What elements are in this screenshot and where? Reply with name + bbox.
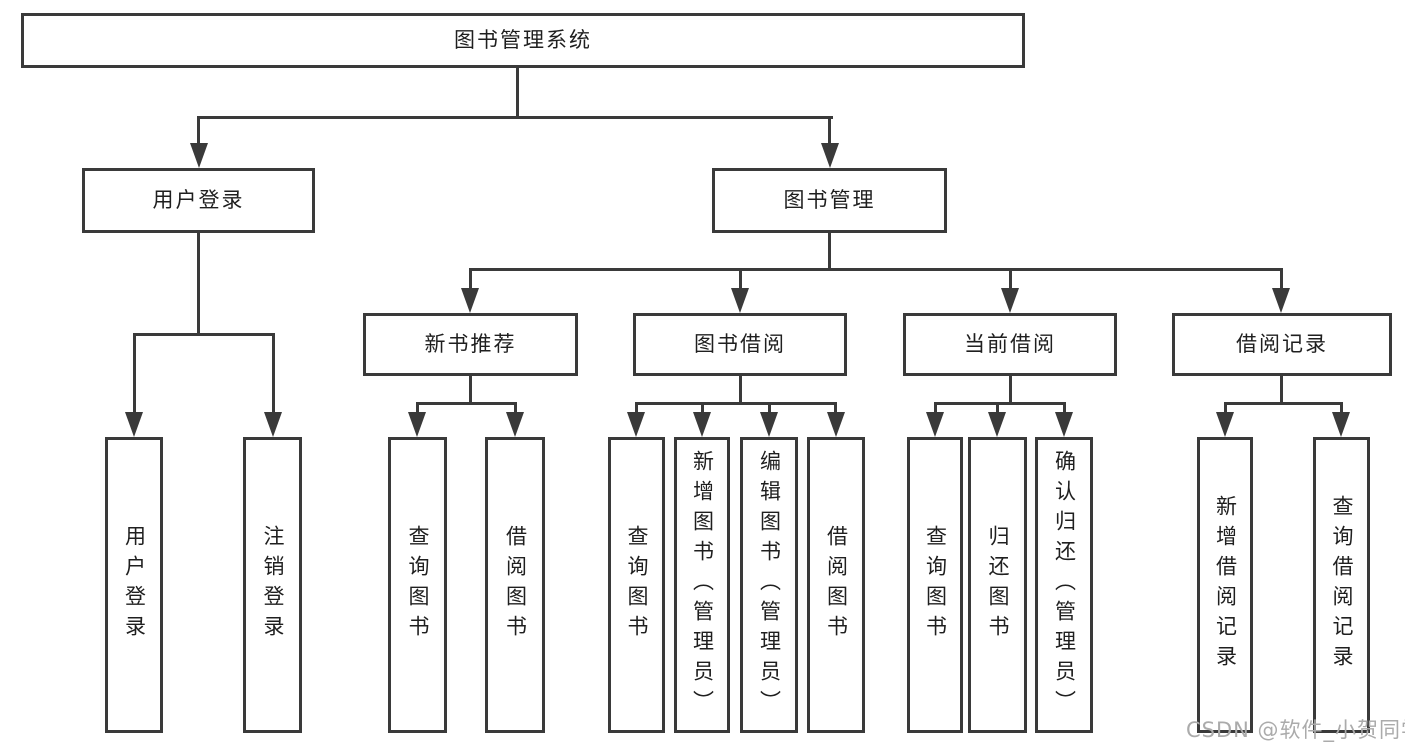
arrow-down bbox=[988, 412, 1006, 437]
watermark: CSDN @软件_小贺同学 bbox=[1186, 718, 1405, 742]
connector-vline bbox=[768, 402, 771, 414]
leaf-add-borrow-record-label: 新增借阅记录 bbox=[1213, 495, 1238, 675]
connector-vline bbox=[1340, 402, 1343, 414]
node-borrow-records: 借阅记录 bbox=[1172, 313, 1392, 376]
arrow-down bbox=[125, 412, 143, 437]
node-borrow-records-label: 借阅记录 bbox=[1236, 332, 1328, 356]
leaf-query-book-borrow-label: 查询图书 bbox=[625, 525, 649, 645]
node-new-book-recommend-label: 新书推荐 bbox=[424, 332, 517, 356]
arrow-down bbox=[1001, 288, 1019, 313]
connector-vline bbox=[635, 402, 638, 414]
leaf-query-borrow-record: 查询借阅记录 bbox=[1313, 437, 1370, 733]
connector-vline bbox=[1224, 402, 1227, 414]
connector-vline bbox=[739, 376, 742, 405]
connector-vline bbox=[469, 268, 472, 291]
leaf-edit-book-admin: 编辑图书（管理员） bbox=[740, 437, 798, 733]
arrow-down bbox=[506, 412, 524, 437]
connector-vline bbox=[469, 376, 472, 405]
arrow-down bbox=[408, 412, 426, 437]
arrow-down bbox=[1216, 412, 1234, 437]
arrow-down bbox=[627, 412, 645, 437]
leaf-logout: 注销登录 bbox=[243, 437, 302, 733]
arrow-down bbox=[760, 412, 778, 437]
arrow-down bbox=[1055, 412, 1073, 437]
leaf-return-book-label: 归还图书 bbox=[986, 525, 1010, 645]
connector-hline bbox=[1224, 402, 1343, 405]
connector-hline bbox=[133, 333, 275, 336]
leaf-query-book-current-label: 查询图书 bbox=[923, 525, 948, 645]
arrow-down bbox=[190, 143, 208, 168]
leaf-return-book: 归还图书 bbox=[968, 437, 1027, 733]
node-current-borrow-label: 当前借阅 bbox=[964, 332, 1056, 356]
arrow-down bbox=[693, 412, 711, 437]
connector-vline bbox=[1009, 376, 1012, 405]
leaf-borrow-book: 借阅图书 bbox=[807, 437, 865, 733]
connector-vline bbox=[516, 68, 519, 119]
arrow-down bbox=[1332, 412, 1350, 437]
connector-hline bbox=[934, 402, 1066, 405]
leaf-borrow-book-label: 借阅图书 bbox=[824, 525, 849, 645]
connector-hline bbox=[197, 116, 833, 119]
connector-vline bbox=[197, 116, 200, 145]
connector-vline bbox=[1280, 376, 1283, 405]
connector-vline bbox=[1009, 268, 1012, 291]
leaf-query-borrow-record-label: 查询借阅记录 bbox=[1330, 495, 1354, 675]
connector-vline bbox=[1063, 402, 1066, 414]
leaf-query-book-recommend: 查询图书 bbox=[388, 437, 447, 733]
leaf-query-book-current: 查询图书 bbox=[907, 437, 963, 733]
connector-vline bbox=[701, 402, 704, 414]
connector-vline bbox=[996, 402, 999, 414]
node-book-management: 图书管理 bbox=[712, 168, 947, 233]
leaf-borrow-book-recommend-label: 借阅图书 bbox=[503, 525, 528, 645]
leaf-add-book-admin: 新增图书（管理员） bbox=[674, 437, 730, 733]
leaf-add-borrow-record: 新增借阅记录 bbox=[1197, 437, 1253, 733]
connector-vline bbox=[197, 233, 200, 336]
node-current-borrow: 当前借阅 bbox=[903, 313, 1117, 376]
connector-vline bbox=[416, 402, 419, 414]
connector-vline bbox=[739, 268, 742, 291]
connector-hline bbox=[416, 402, 517, 405]
connector-vline bbox=[514, 402, 517, 414]
arrow-down bbox=[821, 143, 839, 168]
arrow-down bbox=[926, 412, 944, 437]
node-book-borrow: 图书借阅 bbox=[633, 313, 847, 376]
leaf-logout-label: 注销登录 bbox=[261, 525, 285, 645]
connector-vline bbox=[1280, 268, 1283, 291]
leaf-user-login-label: 用户登录 bbox=[122, 525, 147, 645]
leaf-query-book-borrow: 查询图书 bbox=[608, 437, 665, 733]
arrow-down bbox=[1272, 288, 1290, 313]
arrow-down bbox=[264, 412, 282, 437]
node-book-management-label: 图书管理 bbox=[783, 188, 876, 212]
connector-vline bbox=[133, 333, 136, 413]
node-book-management-system: 图书管理系统 bbox=[21, 13, 1025, 68]
leaf-confirm-return-admin: 确认归还（管理员） bbox=[1035, 437, 1093, 733]
connector-vline bbox=[272, 333, 275, 413]
connector-hline bbox=[635, 402, 837, 405]
node-book-management-system-label: 图书管理系统 bbox=[454, 28, 592, 52]
connector-hline bbox=[469, 268, 1283, 271]
arrow-down bbox=[461, 288, 479, 313]
connector-vline bbox=[834, 402, 837, 414]
connector-vline bbox=[828, 116, 831, 145]
arrow-down bbox=[827, 412, 845, 437]
node-new-book-recommend: 新书推荐 bbox=[363, 313, 578, 376]
node-book-borrow-label: 图书借阅 bbox=[694, 332, 786, 356]
node-user-login-label: 用户登录 bbox=[152, 188, 245, 212]
leaf-query-book-recommend-label: 查询图书 bbox=[406, 525, 430, 645]
leaf-edit-book-admin-label: 编辑图书（管理员） bbox=[757, 450, 782, 720]
leaf-confirm-return-admin-label: 确认归还（管理员） bbox=[1052, 450, 1077, 720]
connector-vline bbox=[934, 402, 937, 414]
connector-vline bbox=[828, 233, 831, 271]
leaf-user-login: 用户登录 bbox=[105, 437, 163, 733]
arrow-down bbox=[731, 288, 749, 313]
leaf-add-book-admin-label: 新增图书（管理员） bbox=[690, 450, 715, 720]
leaf-borrow-book-recommend: 借阅图书 bbox=[485, 437, 545, 733]
node-user-login: 用户登录 bbox=[82, 168, 315, 233]
